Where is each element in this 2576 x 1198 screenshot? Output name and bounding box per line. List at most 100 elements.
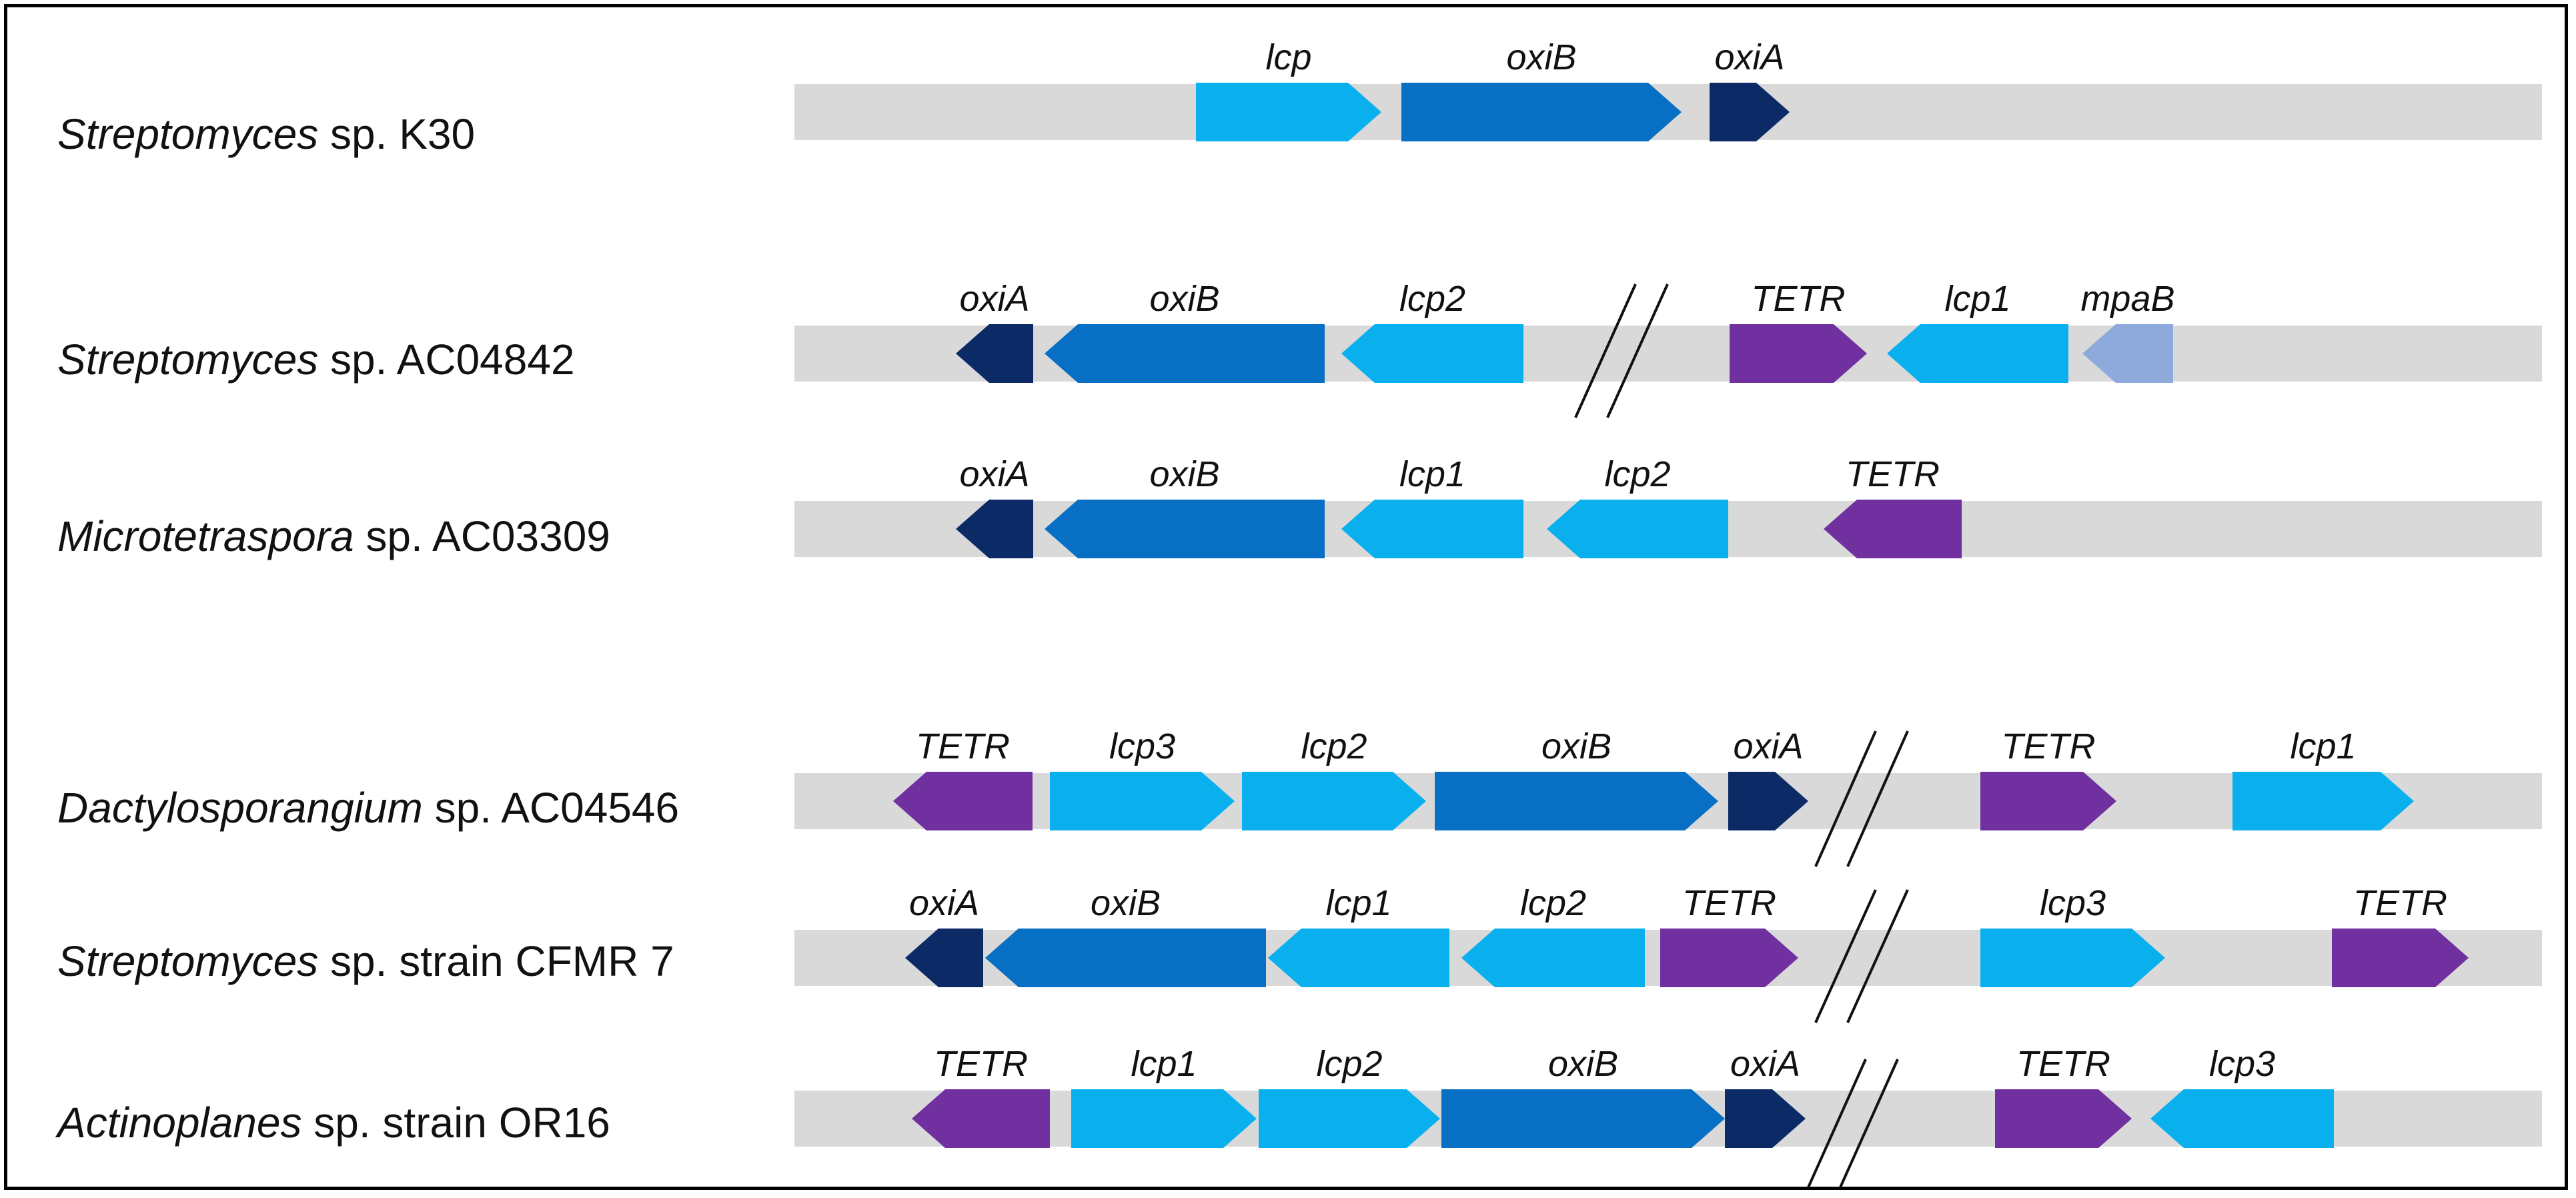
break-mark: [1574, 283, 1637, 418]
gene-arrow-lcp2: [1242, 772, 1426, 830]
gene-arrow-lcp2: [1259, 1089, 1440, 1148]
gene-arrow-lcp1: [1268, 929, 1449, 987]
gene-label: oxiB: [1548, 1044, 1618, 1084]
gene-arrow-lcp3: [2150, 1089, 2334, 1148]
gene-label: oxiA: [1733, 726, 1803, 766]
gene-label: oxiB: [1149, 454, 1219, 494]
strain-name: sp. K30: [330, 110, 476, 158]
cluster-row: oxiA oxiB lcp1 lcp2 TETR lcp3 TETR: [794, 883, 2542, 1023]
gene-label: lcp3: [1109, 726, 1175, 766]
strain-name: sp. strain CFMR 7: [330, 937, 674, 985]
gene-label: lcp1: [1325, 883, 1391, 923]
gene-arrow-oxib: [1045, 500, 1325, 558]
gene-arrow-tetr: [2332, 929, 2469, 987]
gene-label: lcp1: [2290, 726, 2356, 766]
genus-name: Dactylosporangium: [57, 784, 423, 832]
gene-arrow-oxib: [1435, 772, 1718, 830]
gene-arrow-lcp3: [1980, 929, 2165, 987]
gene-arrow-oxia: [956, 324, 1033, 383]
gene-arrow-tetr: [893, 772, 1033, 830]
gene-label: TETR: [934, 1044, 1028, 1084]
organism-label: Streptomyces sp. AC04842: [57, 338, 575, 381]
strain-name: sp. AC04546: [434, 784, 680, 832]
gene-arrow-tetr: [1824, 500, 1962, 558]
strain-name: sp. strain OR16: [313, 1099, 610, 1147]
gene-label: oxiB: [1506, 37, 1576, 77]
strain-name: sp. AC03309: [366, 512, 610, 560]
gene-label: TETR: [2016, 1044, 2110, 1084]
gene-label: TETR: [2353, 883, 2447, 923]
gene-label: oxiA: [959, 454, 1029, 494]
gene-label: lcp3: [2209, 1044, 2275, 1084]
cluster-row: lcp oxiB oxiA: [794, 37, 2542, 141]
break-mark: [1814, 889, 1877, 1023]
gene-label: oxiB: [1091, 883, 1161, 923]
figure-frame: Streptomyces sp. K30 Streptomyces sp. AC…: [4, 4, 2568, 1190]
gene-arrow-oxia: [956, 500, 1033, 558]
gene-arrow-tetr: [912, 1089, 1050, 1148]
gene-label: TETR: [2002, 726, 2096, 766]
genus-name: Actinoplanes: [57, 1099, 302, 1147]
gene-arrow-oxib: [1401, 83, 1682, 141]
gene-label: mpaB: [2080, 279, 2174, 319]
genus-name: Microtetraspora: [57, 512, 354, 560]
gene-arrow-oxib: [1441, 1089, 1725, 1148]
gene-label: TETR: [916, 726, 1010, 766]
gene-arrow-oxia: [1728, 772, 1808, 830]
break-mark: [1606, 283, 1669, 418]
organism-label: Microtetraspora sp. AC03309: [57, 515, 610, 558]
gene-arrow-tetr: [1730, 324, 1867, 383]
gene-arrow-tetr: [1980, 772, 2116, 830]
organism-label: Dactylosporangium sp. AC04546: [57, 786, 679, 829]
gene-arrow-tetr: [1660, 929, 1798, 987]
gene-label: lcp2: [1604, 454, 1670, 494]
cluster-row: oxiA oxiB lcp1 lcp2 TETR: [794, 454, 2542, 558]
gene-arrow-oxia: [1725, 1089, 1806, 1148]
gene-label: TETR: [1752, 279, 1846, 319]
organism-label: Streptomyces sp. K30: [57, 113, 475, 155]
break-mark: [1814, 730, 1877, 867]
gene-arrow-oxia: [905, 929, 983, 987]
gene-label: TETR: [1846, 454, 1940, 494]
gene-arrow-lcp2: [1341, 324, 1523, 383]
gene-arrow-lcp: [1196, 83, 1381, 141]
gene-arrow-lcp2: [1461, 929, 1645, 987]
gene-label: oxiA: [1714, 37, 1784, 77]
gene-arrow-oxib: [1045, 324, 1325, 383]
strain-name: sp. AC04842: [330, 336, 575, 384]
gene-arrow-lcp1: [1887, 324, 2068, 383]
gene-arrow-oxib: [985, 929, 1266, 987]
gene-label: lcp1: [1944, 279, 2010, 319]
gene-label: oxiA: [959, 279, 1029, 319]
break-mark: [1839, 1059, 1899, 1187]
gene-arrow-lcp1: [1071, 1089, 1257, 1148]
gene-label: lcp2: [1520, 883, 1586, 923]
break-mark: [1846, 730, 1909, 867]
gene-arrow-lcp3: [1050, 772, 1235, 830]
genus-name: Streptomyces: [57, 336, 319, 384]
break-mark: [1846, 889, 1909, 1023]
genus-name: Streptomyces: [57, 110, 319, 158]
gene-label: lcp1: [1131, 1044, 1197, 1084]
gene-label: oxiA: [909, 883, 979, 923]
organism-label: Actinoplanes sp. strain OR16: [57, 1101, 610, 1144]
gene-label: TETR: [1682, 883, 1776, 923]
cluster-row: oxiA oxiB lcp2 TETR lcp1 mpaB: [794, 279, 2542, 418]
gene-label: lcp3: [2040, 883, 2106, 923]
gene-label: lcp: [1265, 37, 1311, 77]
gene-arrow-lcp2: [1547, 500, 1728, 558]
gene-label: oxiB: [1149, 279, 1219, 319]
gene-arrow-oxia: [1710, 83, 1790, 141]
gene-label: lcp2: [1399, 279, 1465, 319]
gene-label: lcp2: [1301, 726, 1367, 766]
gene-arrow-mpab: [2082, 324, 2173, 383]
genus-name: Streptomyces: [57, 937, 319, 985]
gene-arrow-tetr: [1995, 1089, 2132, 1148]
gene-label: oxiA: [1730, 1044, 1800, 1084]
organism-label: Streptomyces sp. strain CFMR 7: [57, 940, 674, 983]
gene-label: lcp1: [1399, 454, 1465, 494]
gene-arrow-lcp1: [2232, 772, 2414, 830]
